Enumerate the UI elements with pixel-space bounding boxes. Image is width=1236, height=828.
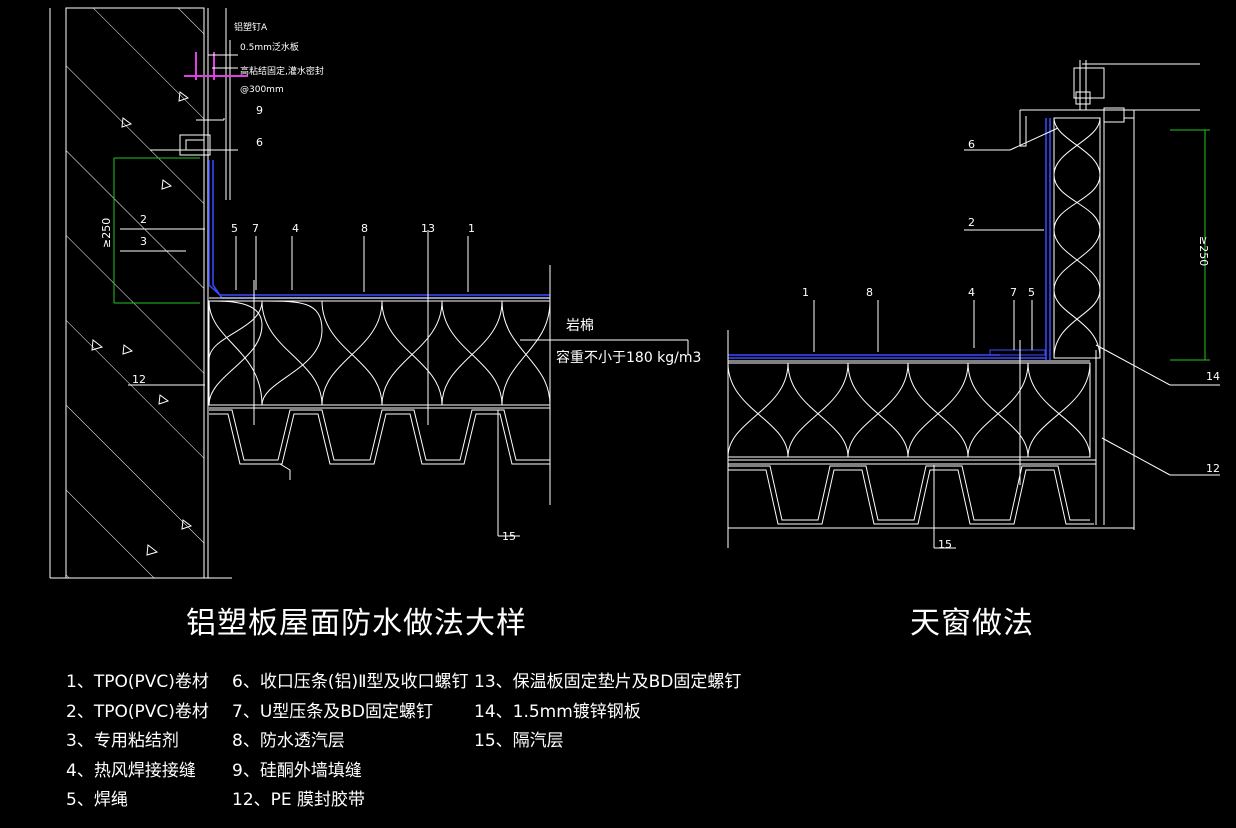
callout-r-15: 15	[938, 538, 952, 551]
callout-r-4: 4	[968, 286, 975, 299]
legend-item: 12、PE 膜封胶带	[232, 790, 366, 810]
callout-7: 7	[252, 222, 259, 235]
legend-column-2: 6、收口压条(铝)Ⅱ型及收口螺钉 7、U型压条及BD固定螺钉 8、防水透汽层 9…	[232, 668, 468, 816]
legend-item: 14、1.5mm镀锌钢板	[474, 701, 641, 722]
concrete-wall	[65, 7, 205, 579]
callout-r-7: 7	[1010, 286, 1017, 299]
membrane-upturn	[208, 160, 550, 296]
left-detail-title: 铝塑板屋面防水做法大样	[186, 606, 527, 641]
callout-3: 3	[140, 235, 147, 248]
callout-6: 6	[256, 136, 263, 149]
callout-15: 15	[502, 530, 516, 543]
note-density: 容重不小于180 kg/m3	[556, 349, 701, 366]
legend-column-3: 13、保温板固定垫片及BD固定螺钉 14、1.5mm镀锌钢板 15、隔汽层	[474, 668, 741, 757]
callout-1: 1	[468, 222, 475, 235]
callout-r-1: 1	[802, 286, 809, 299]
callout-r-5: 5	[1028, 286, 1035, 299]
note-board: 0.5mm泛水板	[240, 41, 299, 53]
legend-item: 2、TPO(PVC)卷材	[66, 701, 209, 722]
legend-item: 1、TPO(PVC)卷材	[66, 672, 209, 692]
legend-item: 13、保温板固定垫片及BD固定螺钉	[474, 672, 742, 692]
callout-r-8: 8	[866, 286, 873, 299]
callout-r-14: 14	[1206, 370, 1220, 383]
right-detail: ≥250 6 2 1 8 4 7 5 14 12 15	[727, 60, 1220, 551]
callout-9: 9	[256, 104, 263, 117]
steel-deck-profile	[209, 409, 550, 461]
dimension-left-text: ≥250	[100, 218, 113, 248]
callout-r-12: 12	[1206, 462, 1220, 475]
callout-12: 12	[132, 373, 146, 386]
callout-13: 13	[421, 222, 435, 235]
note-rockwool: 岩棉	[566, 317, 594, 334]
callout-5: 5	[231, 222, 238, 235]
legend-item: 5、焊绳	[66, 790, 128, 810]
legend-item: 9、硅酮外墙填缝	[232, 760, 362, 781]
note-pipe: 铝塑钉A	[234, 21, 268, 33]
legend-item: 6、收口压条(铝)Ⅱ型及收口螺钉	[232, 672, 469, 692]
legend-column-1: 1、TPO(PVC)卷材 2、TPO(PVC)卷材 3、专用粘结剂 4、热风焊接…	[66, 668, 209, 816]
skylight-insulation	[727, 362, 1091, 458]
legend-item: 3、专用粘结剂	[66, 731, 179, 751]
note-fastener: 高粘结固定,灌水密封	[240, 65, 324, 77]
note-spacing: @300mm	[240, 85, 284, 95]
callout-8: 8	[361, 222, 368, 235]
left-detail: ≥250 9 6 2 3 5 7 4 8 13	[49, 7, 701, 579]
legend-item: 4、热风焊接接缝	[66, 760, 196, 781]
callout-r-2: 2	[968, 216, 975, 229]
dimension-left	[113, 157, 200, 304]
dimension-right-text: ≥250	[1197, 236, 1210, 266]
legend-item: 15、隔汽层	[474, 731, 564, 751]
right-detail-title: 天窗做法	[910, 606, 1034, 641]
callout-2: 2	[140, 213, 147, 226]
legend-item: 7、U型压条及BD固定螺钉	[232, 701, 434, 722]
callout-r-6: 6	[968, 138, 975, 151]
callout-4: 4	[292, 222, 299, 235]
legend-item: 8、防水透汽层	[232, 731, 345, 751]
